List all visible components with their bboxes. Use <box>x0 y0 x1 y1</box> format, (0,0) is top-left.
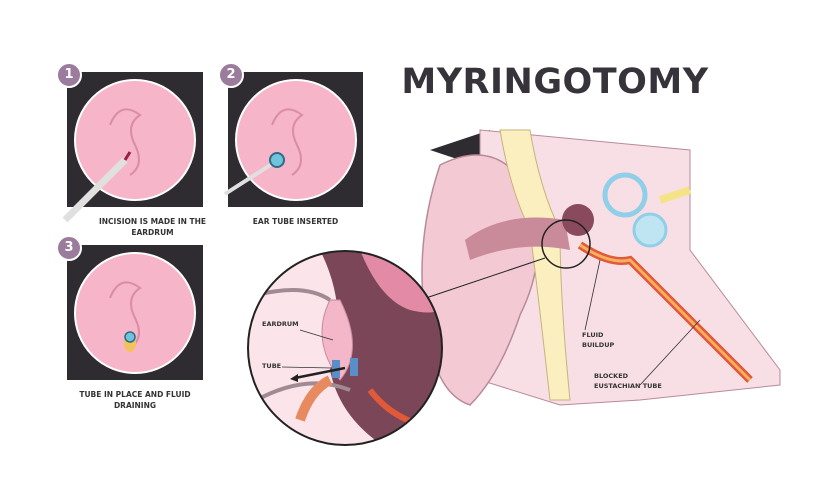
step-1-badge: 1 <box>56 62 82 88</box>
page-title: MYRINGOTOMY <box>401 62 709 102</box>
step-2-badge: 2 <box>218 62 244 88</box>
eardrum-label: EARDRUM <box>262 320 299 328</box>
step-3-badge: 3 <box>56 235 82 261</box>
step-3-panel <box>67 245 203 380</box>
tube-label: TUBE <box>262 362 282 370</box>
ear-anatomy <box>419 129 781 406</box>
step-3-caption: TUBE IN PLACE AND FLUID DRAINING <box>79 390 191 410</box>
blocked-eustachian-tube-label: BLOCKED EUSTACHIAN TUBE <box>594 372 662 390</box>
step-2-caption: EAR TUBE INSERTED <box>252 217 339 226</box>
step-2-panel <box>223 72 363 207</box>
step-1-caption: INCISION IS MADE IN THE EARDRUM <box>98 217 207 237</box>
magnified-view <box>247 250 443 446</box>
fluid-buildup-label: FLUID BUILDUP <box>582 331 615 349</box>
step-1-panel <box>62 72 203 223</box>
